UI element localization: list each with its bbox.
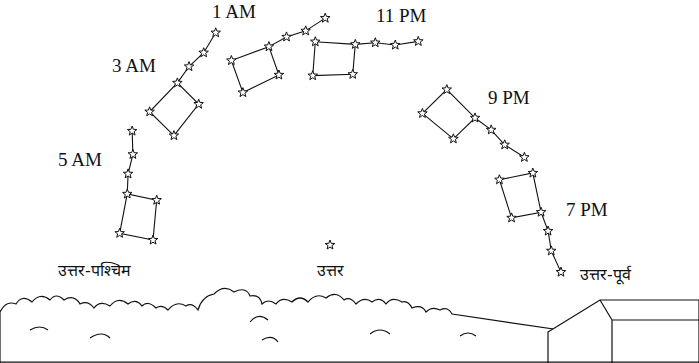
star: [371, 38, 381, 47]
dipper-line: [127, 131, 133, 194]
star: [282, 32, 292, 41]
star: [211, 28, 221, 37]
star: [520, 152, 530, 161]
star: [274, 70, 284, 79]
time-label: 9 PM: [488, 88, 530, 109]
star: [127, 126, 136, 135]
star: [500, 140, 510, 149]
star: [528, 168, 538, 177]
horizon: [0, 288, 699, 363]
star: [470, 113, 480, 122]
star: [449, 134, 459, 143]
star: [418, 108, 428, 117]
star: [414, 36, 424, 45]
shed-edge: [600, 300, 699, 363]
star: [442, 85, 452, 94]
star: [148, 235, 158, 244]
star: [301, 26, 311, 35]
star: [128, 149, 138, 158]
dipper-line: [355, 41, 418, 45]
star: [507, 213, 517, 222]
time-label: 3 AM: [112, 56, 156, 77]
direction-label: उत्तर-पूर्व: [580, 266, 631, 284]
time-label: 5 AM: [58, 150, 102, 171]
dipper-line: [150, 83, 199, 136]
star: [536, 207, 546, 216]
time-label: 7 PM: [566, 200, 608, 221]
star: [308, 71, 318, 80]
star: [115, 228, 125, 237]
dipper-line: [541, 212, 561, 272]
star: [173, 78, 183, 87]
time-label: 1 AM: [212, 2, 256, 23]
tree-line: [0, 288, 560, 363]
star: [194, 99, 204, 108]
dipper-line: [120, 194, 157, 240]
dipper-line: [475, 118, 524, 157]
direction-label: उत्तर-पश्चिम: [58, 262, 131, 280]
star: [152, 195, 162, 204]
dipper-line: [313, 42, 356, 76]
star: [348, 69, 358, 78]
dipper-line: [499, 173, 541, 218]
time-label: 11 PM: [376, 6, 427, 27]
constellations: [115, 13, 566, 276]
star: [495, 175, 505, 184]
star: [238, 88, 248, 97]
star: [547, 246, 557, 255]
star: [543, 226, 553, 235]
star: [264, 42, 274, 51]
star: [351, 39, 361, 48]
dipper-line: [231, 47, 279, 93]
tree-detail: [30, 316, 476, 342]
star: [227, 56, 237, 65]
star: [311, 37, 321, 46]
star: [169, 131, 179, 140]
direction-label: उत्तर: [317, 262, 344, 280]
star: [145, 107, 155, 116]
ground-line: [0, 361, 699, 362]
star: [556, 267, 566, 276]
star: [184, 62, 194, 71]
star: [321, 13, 331, 22]
star: [123, 169, 133, 178]
star: [199, 48, 209, 57]
dipper-line: [269, 18, 325, 46]
star: [123, 189, 133, 198]
star: [325, 240, 335, 249]
star: [391, 40, 401, 49]
star: [486, 125, 496, 134]
dipper-line: [177, 33, 215, 83]
shed: [548, 300, 699, 363]
dipper-line: [422, 90, 475, 139]
